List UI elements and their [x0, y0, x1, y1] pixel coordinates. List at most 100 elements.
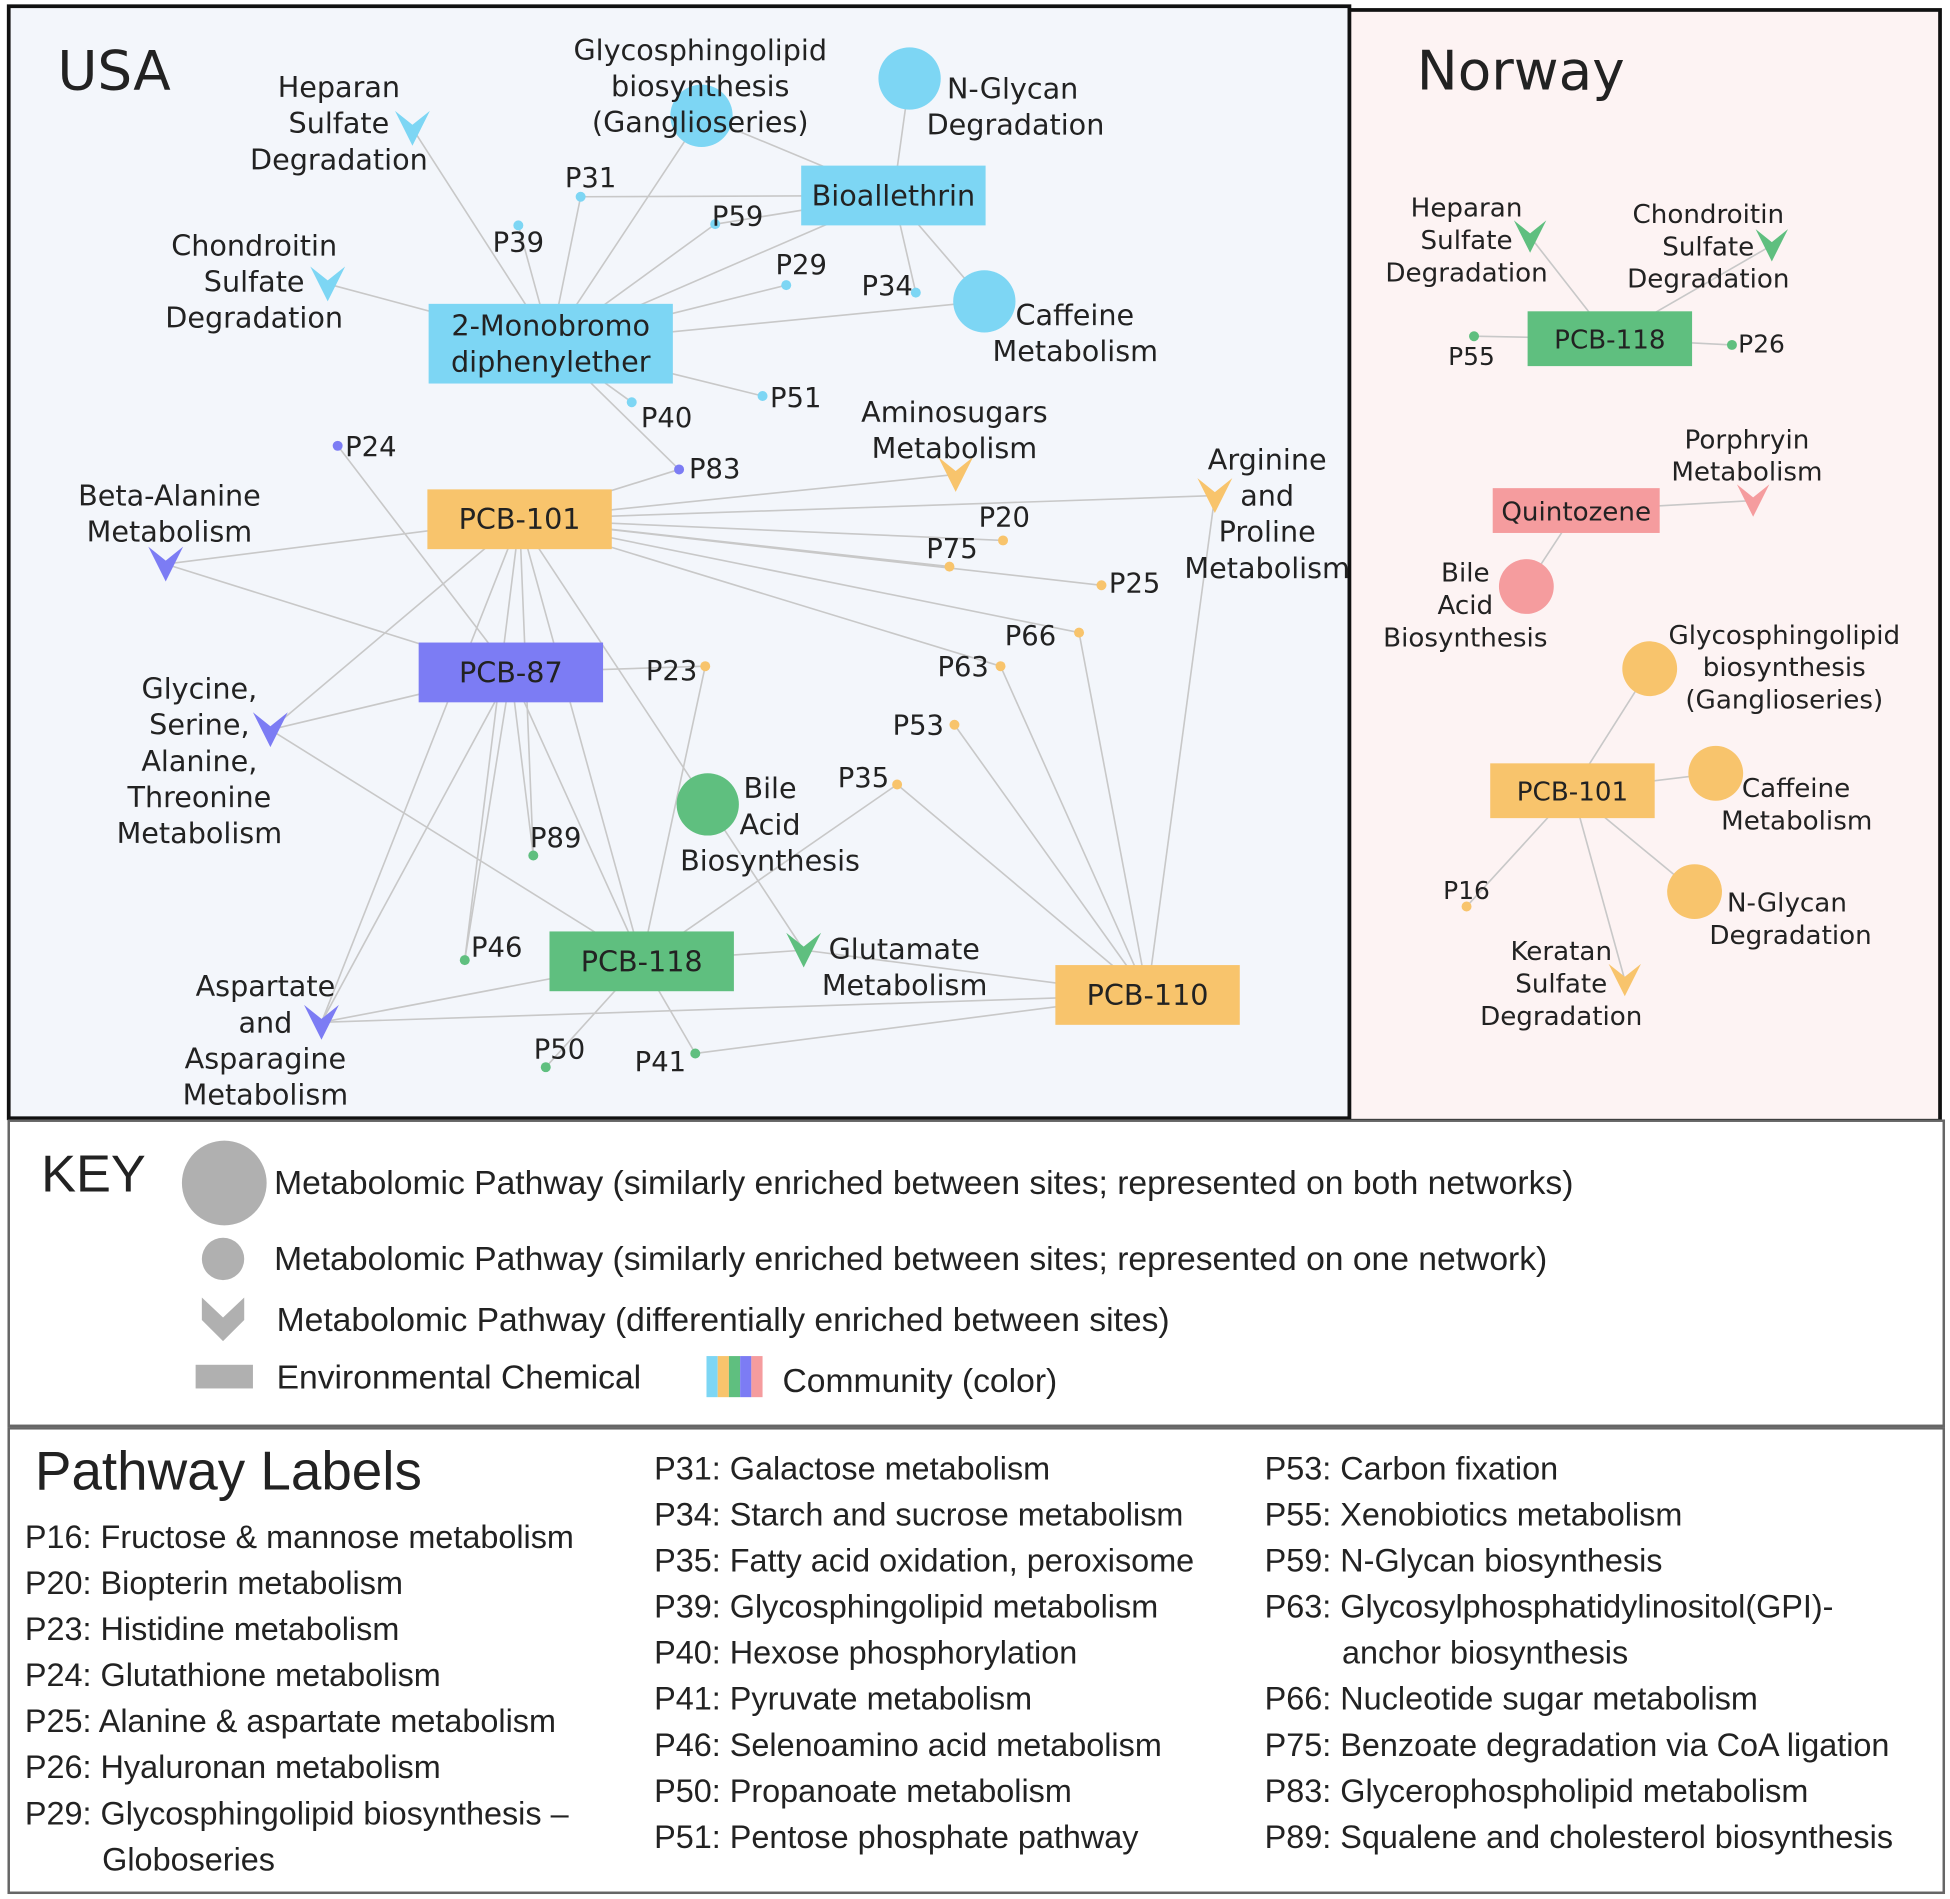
- node-norway-pcb101[interactable]: PCB-101: [1490, 763, 1655, 819]
- network-edge: [519, 518, 1080, 634]
- node-p34[interactable]: P34: [861, 271, 921, 302]
- node-p31[interactable]: P31: [565, 163, 616, 202]
- node-p53[interactable]: P53: [893, 711, 960, 742]
- pathway-label-item: P40: Hexose phosphorylation: [654, 1635, 1077, 1671]
- pathway-dot-icon: [1096, 580, 1107, 591]
- node-label: Sulfate: [1662, 232, 1754, 262]
- node-p51[interactable]: P51: [757, 383, 822, 414]
- node-label: Metabolism: [183, 1078, 349, 1112]
- node-label: Alanine,: [141, 744, 257, 778]
- node-p50[interactable]: P50: [534, 1034, 585, 1073]
- node-glyco[interactable]: Glycosphingolipidbiosynthesis(Ganglioser…: [573, 33, 827, 147]
- chemical-rectangle-icon: [428, 303, 673, 384]
- pathway-label-item: P25: Alanine & aspartate metabolism: [25, 1703, 556, 1739]
- node-p29[interactable]: P29: [775, 250, 827, 291]
- node-pcb110[interactable]: PCB-110: [1055, 965, 1240, 1025]
- node-label: Serine,: [149, 708, 249, 742]
- node-label: P25: [1109, 569, 1160, 600]
- node-norway-glyco[interactable]: Glycosphingolipidbiosynthesis(Ganglioser…: [1622, 621, 1900, 716]
- node-label: Metabolism: [993, 334, 1159, 368]
- node-p39[interactable]: P39: [493, 220, 544, 259]
- node-label: P46: [471, 932, 522, 963]
- node-label: Degradation: [1709, 921, 1871, 951]
- pathway-label-item: P20: Biopterin metabolism: [25, 1565, 403, 1601]
- node-p66[interactable]: P66: [1005, 621, 1085, 652]
- pathway-circle-icon: [670, 84, 733, 147]
- node-p23[interactable]: P23: [646, 656, 711, 687]
- norway-title: Norway: [1417, 39, 1625, 103]
- pathway-label-item: P41: Pyruvate metabolism: [654, 1681, 1032, 1717]
- node-label: PCB-87: [459, 655, 563, 689]
- pathway-chevron-icon: [310, 266, 346, 302]
- pathway-label-item: P26: Hyaluronan metabolism: [25, 1749, 441, 1785]
- pathway-label-item: P34: Starch and sucrose metabolism: [654, 1496, 1183, 1532]
- node-glycine[interactable]: Glycine,Serine,Alanine,ThreonineMetaboli…: [117, 672, 288, 850]
- node-p59[interactable]: P59: [710, 201, 763, 232]
- pathway-dot-icon: [1469, 331, 1480, 342]
- node-p35[interactable]: P35: [838, 763, 903, 794]
- pathway-labels-panel: [7, 1427, 1946, 1895]
- node-label: biosynthesis: [1703, 653, 1866, 683]
- node-p40[interactable]: P40: [626, 397, 693, 434]
- node-bioall[interactable]: Bioallethrin: [801, 165, 986, 226]
- key-community-label: Community (color): [782, 1363, 1057, 1400]
- node-p63[interactable]: P63: [937, 652, 1006, 683]
- node-p89[interactable]: P89: [528, 823, 581, 861]
- pathway-dot-icon: [892, 779, 903, 790]
- node-label: P34: [861, 271, 912, 302]
- node-label: Arginine: [1208, 442, 1327, 476]
- node-pcb101[interactable]: PCB-101: [427, 489, 612, 550]
- node-norway-quintozene[interactable]: Quintozene: [1492, 488, 1660, 533]
- node-p75[interactable]: P75: [926, 534, 978, 572]
- pathway-dot-icon: [910, 287, 921, 298]
- community-swatch: [751, 1356, 763, 1398]
- node-label: P26: [1738, 329, 1785, 358]
- node-p24[interactable]: P24: [332, 432, 397, 463]
- network-edge: [510, 672, 535, 856]
- node-label: (Ganglioseries): [1685, 686, 1883, 716]
- node-norway-p16[interactable]: P16: [1443, 876, 1490, 912]
- node-p20[interactable]: P20: [979, 503, 1030, 546]
- network-edge: [518, 519, 643, 962]
- node-p41[interactable]: P41: [635, 1047, 701, 1078]
- pathway-label-item: P39: Glycosphingolipid metabolism: [654, 1589, 1158, 1625]
- node-p46[interactable]: P46: [459, 932, 523, 966]
- node-norway-pcb118[interactable]: PCB-118: [1527, 311, 1693, 367]
- pathway-label-item: P35: Fatty acid oxidation, peroxisome: [654, 1543, 1194, 1579]
- node-norway-p26[interactable]: P26: [1726, 329, 1785, 358]
- node-p25[interactable]: P25: [1096, 569, 1160, 600]
- node-label: 2-Monobromo: [451, 309, 650, 343]
- pathway-chevron-icon: [394, 110, 430, 146]
- node-p83[interactable]: P83: [674, 454, 740, 485]
- node-label: and: [1240, 479, 1294, 513]
- node-pcb118[interactable]: PCB-118: [549, 931, 734, 992]
- node-label: P66: [1005, 621, 1056, 652]
- node-norway-p55[interactable]: P55: [1448, 331, 1495, 371]
- key-one-label: Metabolomic Pathway (similarly enriched …: [274, 1241, 1547, 1278]
- node-pcb87[interactable]: PCB-87: [418, 642, 604, 703]
- node-label: Glycosphingolipid: [1668, 621, 1900, 651]
- node-label: Degradation: [250, 142, 428, 176]
- node-label: Biosynthesis: [1383, 623, 1547, 653]
- node-label: P75: [926, 534, 977, 565]
- node-label: P41: [635, 1047, 686, 1078]
- pathway-dot-icon: [674, 464, 685, 475]
